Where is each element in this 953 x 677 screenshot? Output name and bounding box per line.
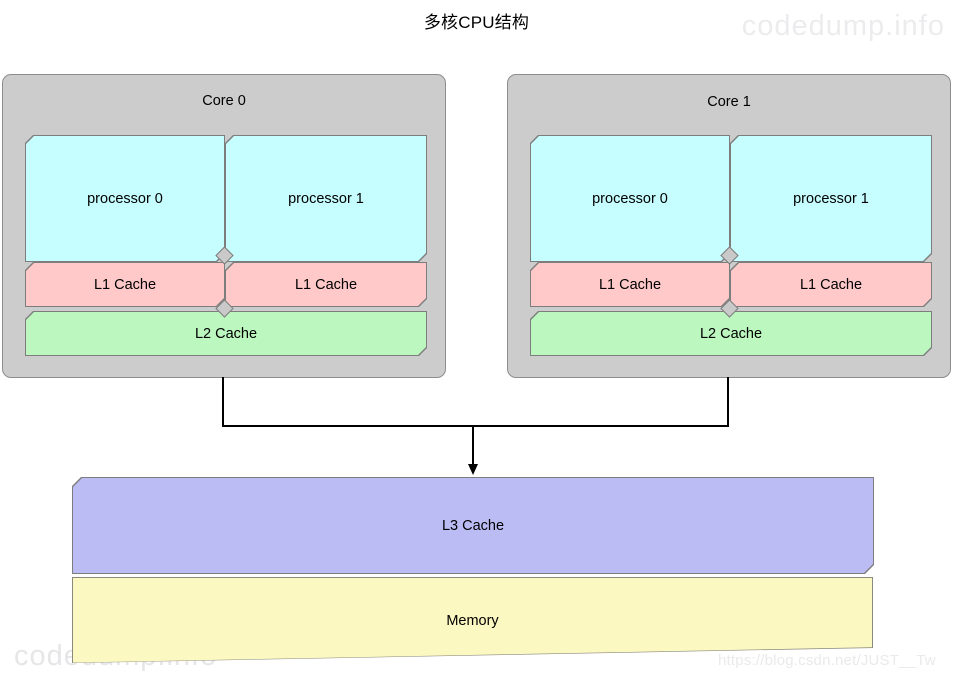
page-title: 多核CPU结构 <box>423 13 530 32</box>
processor-box-0-core0: processor 0 <box>26 136 224 261</box>
proc-divider-line-core0 <box>224 135 225 253</box>
core-label-0: Core 0 <box>202 93 246 109</box>
watermark-csdn-url: https://blog.csdn.net/JUST__Tw <box>718 652 936 669</box>
l1-divider-line-core1 <box>729 263 730 307</box>
core-panel-0: Core 0 processor 0 processor 1 L1 Cache … <box>2 74 446 378</box>
connector-core1-down <box>727 377 729 426</box>
l1-cache-box-1-core0: L1 Cache <box>226 263 426 306</box>
connector-core0-down <box>222 377 224 426</box>
processor-0-outline-core1: processor 0 <box>530 135 730 262</box>
processor-box-1-core1: processor 1 <box>731 136 931 261</box>
processor-box-0-core1: processor 0 <box>531 136 729 261</box>
memory-label: Memory <box>446 613 499 629</box>
proc-divider-line-core1 <box>729 135 730 253</box>
l1-cache-1-outline-core0: L1 Cache <box>225 262 427 307</box>
core-label-1: Core 1 <box>707 94 751 110</box>
memory-box <box>73 578 872 663</box>
processor-0-outline-core0: processor 0 <box>25 135 225 262</box>
l1-cache-box-0-core1: L1 Cache <box>531 263 729 306</box>
connector-bus-horizontal <box>222 425 729 427</box>
l1-divider-line-core0 <box>224 263 225 307</box>
connector-bus-to-l3 <box>472 425 474 467</box>
memory-outline: Memory <box>72 577 873 663</box>
processor-1-outline-core0: processor 1 <box>225 135 427 262</box>
l1-cache-box-1-core1: L1 Cache <box>731 263 931 306</box>
l3-cache-box: L3 Cache <box>73 478 873 573</box>
processor-box-1-core0: processor 1 <box>226 136 426 261</box>
connector-arrowhead-l3 <box>468 464 478 475</box>
l2-cache-box-core0: L2 Cache <box>26 312 426 355</box>
l3-cache-outline: L3 Cache <box>72 477 874 574</box>
l2-cache-outline-core1: L2 Cache <box>530 311 932 356</box>
l1-cache-0-outline-core1: L1 Cache <box>530 262 730 307</box>
l1-cache-0-outline-core0: L1 Cache <box>25 262 225 307</box>
l1-cache-box-0-core0: L1 Cache <box>26 263 224 306</box>
l2-cache-box-core1: L2 Cache <box>531 312 931 355</box>
core-panel-1: Core 1 processor 0 processor 1 L1 Cache … <box>507 74 951 378</box>
l2-cache-outline-core0: L2 Cache <box>25 311 427 356</box>
processor-1-outline-core1: processor 1 <box>730 135 932 262</box>
l1-cache-1-outline-core1: L1 Cache <box>730 262 932 307</box>
